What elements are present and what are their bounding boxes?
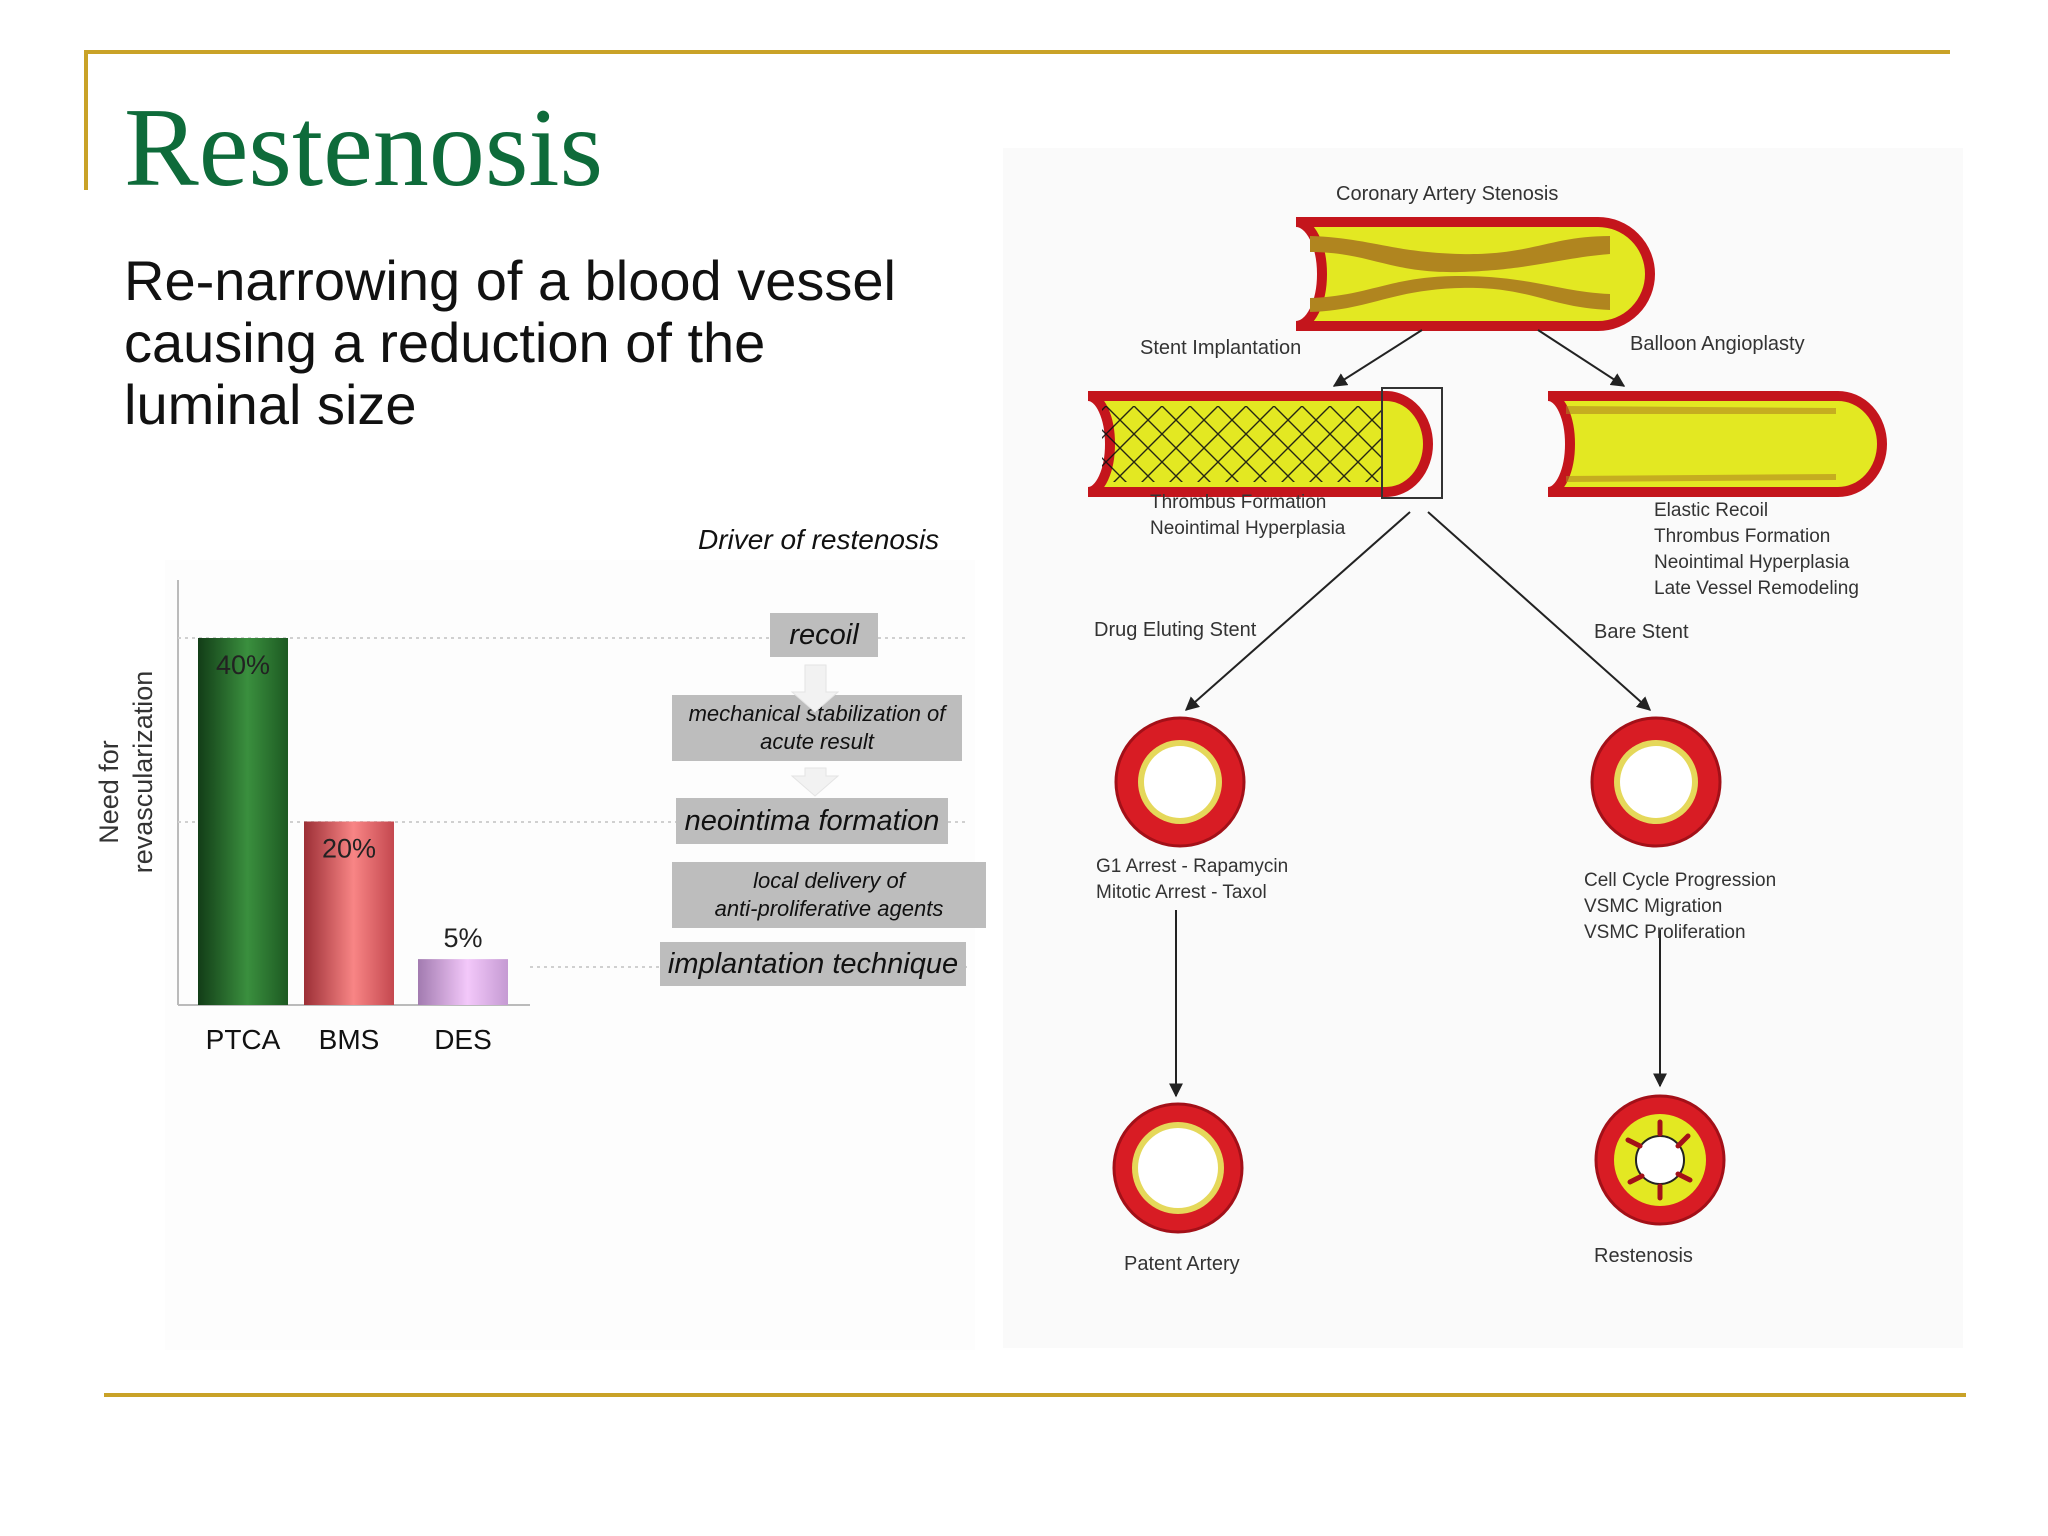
label-bare-stent: Bare Stent (1594, 621, 1689, 643)
label-coronary-stenosis: Coronary Artery Stenosis (1336, 183, 1558, 205)
driver-recoil-text: recoil (789, 618, 859, 651)
connector-arrow-1 (790, 664, 840, 713)
driver-title: Driver of restenosis (698, 524, 940, 555)
driver-neointima-formation: neointima formation (676, 798, 948, 844)
arrow-to-drug-eluting (1184, 511, 1411, 711)
driver-local-line-1: local delivery of (753, 868, 905, 893)
driver-local-line-2: anti-proliferative agents (714, 896, 944, 921)
category-label: PTCA (206, 1024, 281, 1055)
label-des-note-2: Mitotic Arrest - Taxol (1096, 882, 1267, 903)
connector-arrow-2 (790, 767, 840, 797)
bar-value-label: 20% (322, 834, 376, 864)
balloon-vessel (1547, 391, 1887, 497)
label-patent-artery: Patent Artery (1124, 1253, 1240, 1275)
arrow-to-bare-stent (1427, 511, 1652, 711)
subtitle-line-3: luminal size (124, 373, 417, 436)
label-stent-note-2: Neointimal Hyperplasia (1150, 518, 1346, 539)
driver-local-delivery: local delivery of anti-proliferative age… (672, 862, 986, 928)
bar-bms (304, 821, 394, 1005)
category-label: DES (434, 1024, 492, 1055)
driver-mechanical-line-2: acute result (760, 729, 874, 754)
subtitle: Re-narrowing of a blood vessel causing a… (124, 250, 984, 436)
stenosis-vessel (1295, 217, 1655, 331)
driver-implantation-technique: implantation technique (660, 942, 966, 986)
ring-patent-artery (1112, 1102, 1244, 1234)
label-restenosis: Restenosis (1594, 1245, 1693, 1267)
label-balloon-note-1: Elastic Recoil (1654, 500, 1768, 521)
label-des-note-1: G1 Arrest - Rapamycin (1096, 856, 1288, 877)
label-drug-eluting-stent: Drug Eluting Stent (1094, 619, 1257, 641)
bars-group: 40% PTCA 20% BMS 5% DES (198, 638, 508, 1055)
subtitle-line-2: causing a reduction of the (124, 311, 766, 374)
label-stent-note-1: Thrombus Formation (1150, 492, 1326, 513)
ring-restenosis (1594, 1094, 1726, 1226)
category-label: BMS (319, 1024, 380, 1055)
label-balloon-note-3: Neointimal Hyperplasia (1654, 552, 1850, 573)
stent-vessel (1087, 387, 1443, 499)
ring-drug-eluting (1114, 716, 1246, 848)
label-bare-note-1: Cell Cycle Progression (1584, 870, 1776, 891)
driver-implantation-text: implantation technique (667, 947, 959, 980)
label-balloon-note-2: Thrombus Formation (1654, 526, 1830, 547)
driver-neointima-text: neointima formation (684, 804, 940, 837)
label-balloon-angioplasty: Balloon Angioplasty (1630, 333, 1805, 355)
subtitle-line-1: Re-narrowing of a blood vessel (124, 249, 896, 312)
bar-value-label: 40% (216, 650, 270, 680)
ring-bare-stent (1590, 716, 1722, 848)
label-bare-note-2: VSMC Migration (1584, 896, 1722, 917)
bar-ptca (198, 638, 288, 1005)
y-axis-label-2: revascularization (128, 671, 158, 874)
driver-recoil: recoil (770, 613, 878, 657)
bar-des (418, 959, 508, 1005)
y-axis-label-1: Need for (94, 740, 124, 844)
label-stent-implantation: Stent Implantation (1140, 337, 1301, 359)
label-balloon-note-4: Late Vessel Remodeling (1654, 578, 1859, 599)
label-bare-note-3: VSMC Proliferation (1584, 922, 1746, 943)
arrow-to-balloon (1537, 329, 1626, 387)
page-title: Restenosis (124, 86, 604, 210)
arrow-to-stent (1332, 329, 1423, 387)
bar-value-label: 5% (443, 923, 482, 953)
